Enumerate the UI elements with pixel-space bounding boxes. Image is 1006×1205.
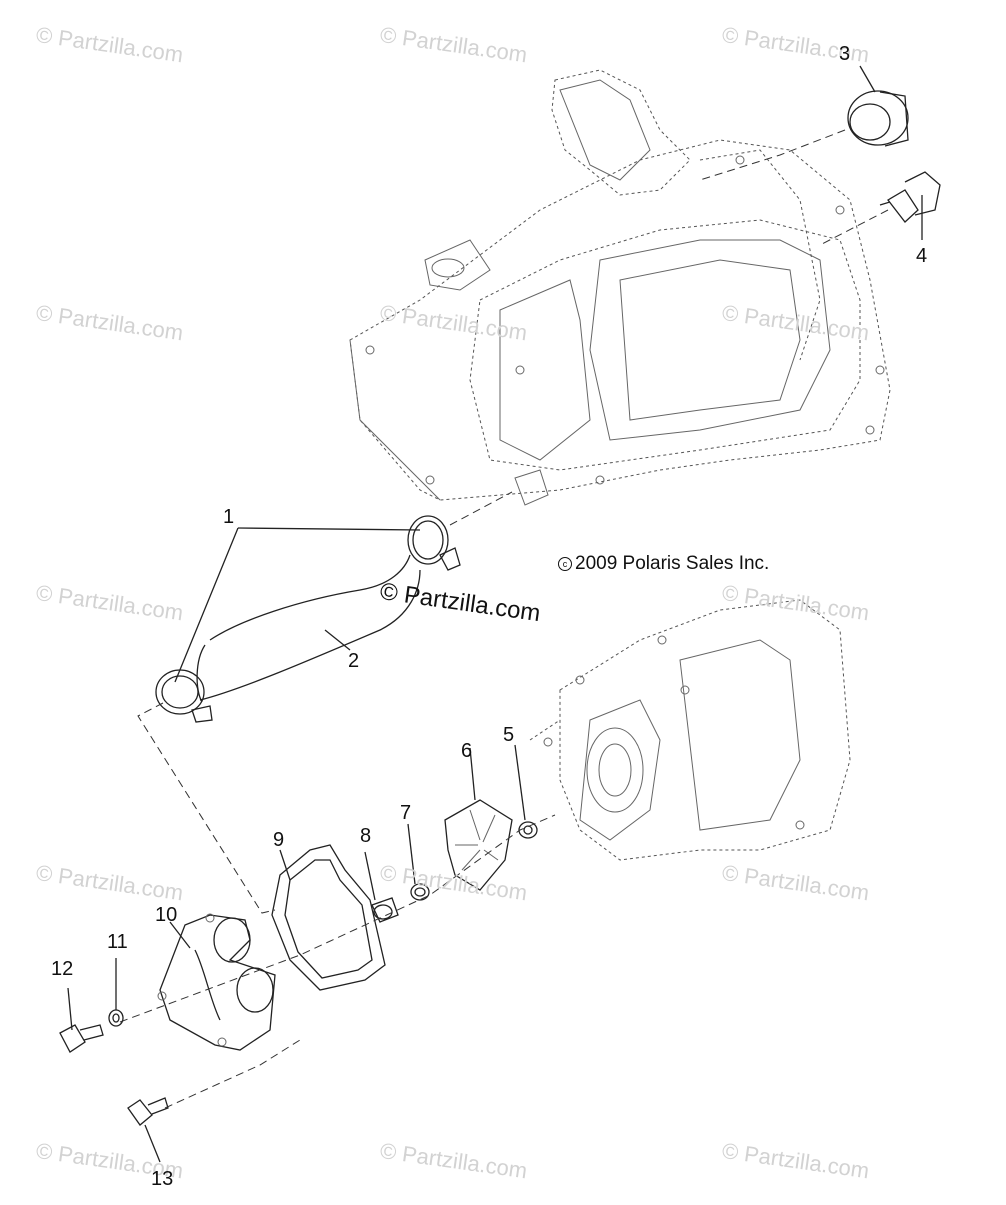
pump-parts-drawing [271,799,538,991]
callout-9: 9 [273,829,285,851]
callout-10: 10 [155,904,178,926]
pump-cover-drawing [59,913,276,1126]
callout-11: 11 [107,931,128,953]
callout-1: 1 [223,506,235,528]
callout-5: 5 [503,724,515,746]
cylinder-head-drawing [349,69,891,506]
callout-4: 4 [916,245,928,267]
callout-3: 3 [839,43,851,65]
copyright-symbol: c [558,556,572,571]
callout-7: 7 [400,802,412,824]
callout-8: 8 [360,825,372,847]
leader-lines [67,65,923,1163]
callout-12: 12 [51,958,74,980]
callout-6: 6 [461,740,473,762]
thermostat-drawing [847,90,909,147]
callout-13: 13 [151,1168,174,1190]
callout-2: 2 [348,650,360,672]
copyright-text: 2009 Polaris Sales Inc. [575,553,770,574]
temp-sensor-drawing [879,171,941,223]
crankcase-drawing [529,599,851,861]
assembly-lines [119,129,889,1109]
hose-drawing [155,515,461,723]
